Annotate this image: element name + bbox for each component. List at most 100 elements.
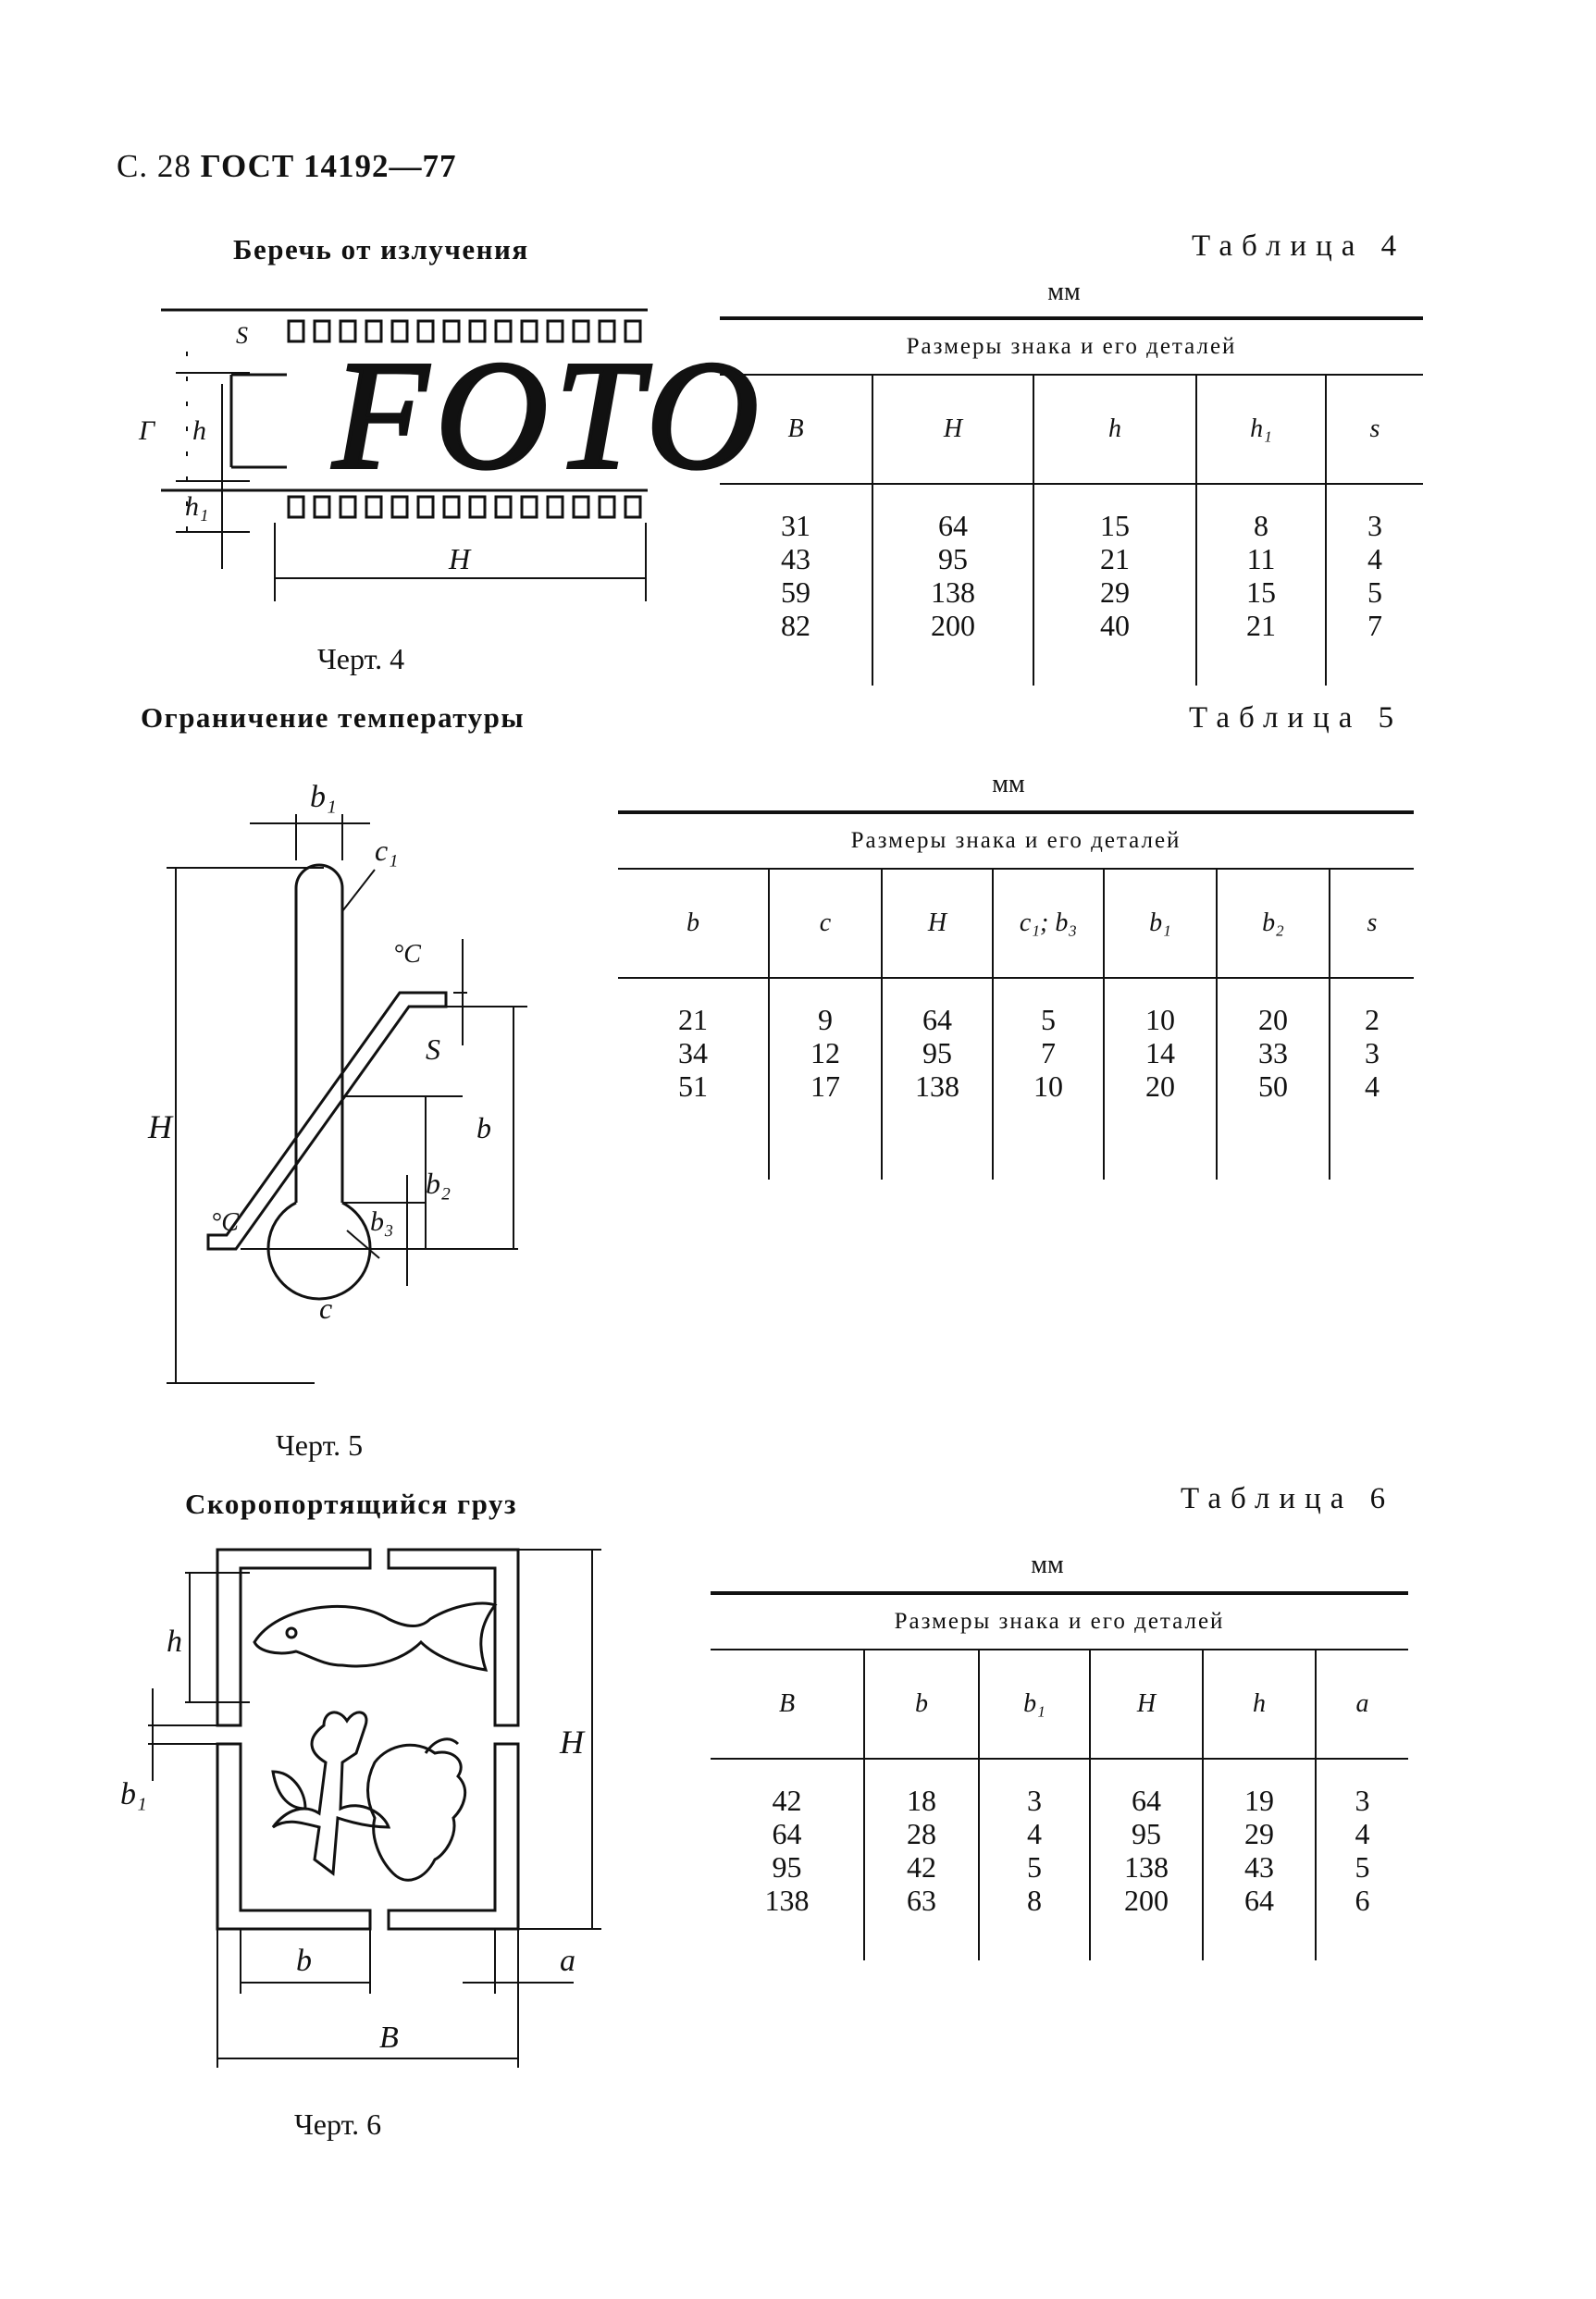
column-header: b₁ [1103,869,1217,979]
table-label-4: Таблица 4 [1192,229,1406,263]
label-h: h [167,1625,182,1659]
film-perforation [520,495,538,519]
dimensions-table-4: Размеры знака и его деталей B H h h₁ s 3… [720,316,1423,686]
film-perforation [365,495,383,519]
film-perforation [442,319,461,343]
film-perforation [339,319,357,343]
table-label-5: Таблица 5 [1189,701,1404,735]
film-perforation [365,319,383,343]
label-B: B [379,2021,399,2055]
unit-label-6: мм [1031,1551,1064,1579]
unit-label-4: мм [1047,278,1081,306]
column-header: B [711,1650,864,1760]
film-perforation [572,319,590,343]
figure-caption-5: Черт. 5 [276,1428,364,1462]
column-header: s [1325,375,1423,485]
group-header: Размеры знака и его деталей [720,316,1423,376]
group-header: Размеры знака и его деталей [711,1591,1408,1650]
section-title-temperature: Ограничение температуры [141,701,526,734]
film-perforation [468,319,487,343]
film-perforation [339,495,357,519]
film-perforation [468,495,487,519]
film-perforation [624,495,642,519]
label-s: S [236,322,248,349]
column-header: b [863,1650,979,1760]
label-degC-top: °C [393,940,421,969]
column-header: b₂ [1216,869,1330,979]
section-title-perishable: Скоропортящийся груз [185,1488,517,1520]
film-perforation [416,319,435,343]
column-header: h [1033,375,1196,485]
column-header: H [872,375,1033,485]
label-a: a [560,1944,575,1978]
column-header: B [720,375,872,485]
film-perforation [598,319,616,343]
figure-4-radiation-sign: FOTO S h h₁ Г H [138,308,761,601]
label-left: Г [138,415,156,446]
film-perforation [287,319,305,343]
column-header: b [618,869,769,979]
film-perforation [520,319,538,343]
dimensions-table-5: Размеры знака и его деталей b c H c₁; b₃… [618,810,1414,1180]
column-header: a [1315,1650,1408,1760]
film-perforation [390,319,409,343]
film-perforation [494,319,513,343]
label-h1: h₁ [185,491,208,522]
label-b1: b₁ [310,780,337,814]
column-header: h₁ [1195,375,1326,485]
film-perforation [494,495,513,519]
table-label-6: Таблица 6 [1181,1482,1395,1515]
page-number: С. 28 [117,148,192,184]
column-header: H [1089,1650,1203,1760]
film-perforation [442,495,461,519]
figure-caption-4: Черт. 4 [317,642,405,675]
label-s: S [426,1032,440,1066]
label-c1: c₁ [375,834,398,867]
film-perforation [416,495,435,519]
figure-5-temperature-sign: b₁ c₁ °C °C S b b₂ b₃ H c [147,780,527,1384]
column-header: c₁; b₃ [992,869,1104,979]
label-H: H [448,542,472,575]
film-perforation [598,495,616,519]
film-perforation [546,495,564,519]
label-b2: b₂ [426,1167,451,1200]
label-c: c [319,1292,332,1325]
film-perforation [546,319,564,343]
film-perforation [313,319,331,343]
column-header: h [1202,1650,1316,1760]
label-degC-bottom: °C [211,1208,239,1237]
label-b: b [476,1111,491,1144]
column-header: s [1329,869,1414,979]
foto-lettering: FOTO [332,329,766,501]
film-perforation [624,319,642,343]
column-header: b₁ [978,1650,1090,1760]
film-perforation [390,495,409,519]
film-perforation [287,495,305,519]
section-title-radiation: Беречь от излучения [233,233,529,266]
column-header: H [881,869,993,979]
group-header: Размеры знака и его деталей [618,810,1414,870]
film-perforation [572,495,590,519]
dimensions-table-6: Размеры знака и его деталей B b b₁ H h a… [711,1591,1408,1960]
label-b3: b₃ [370,1206,393,1237]
unit-label-5: мм [992,770,1025,798]
